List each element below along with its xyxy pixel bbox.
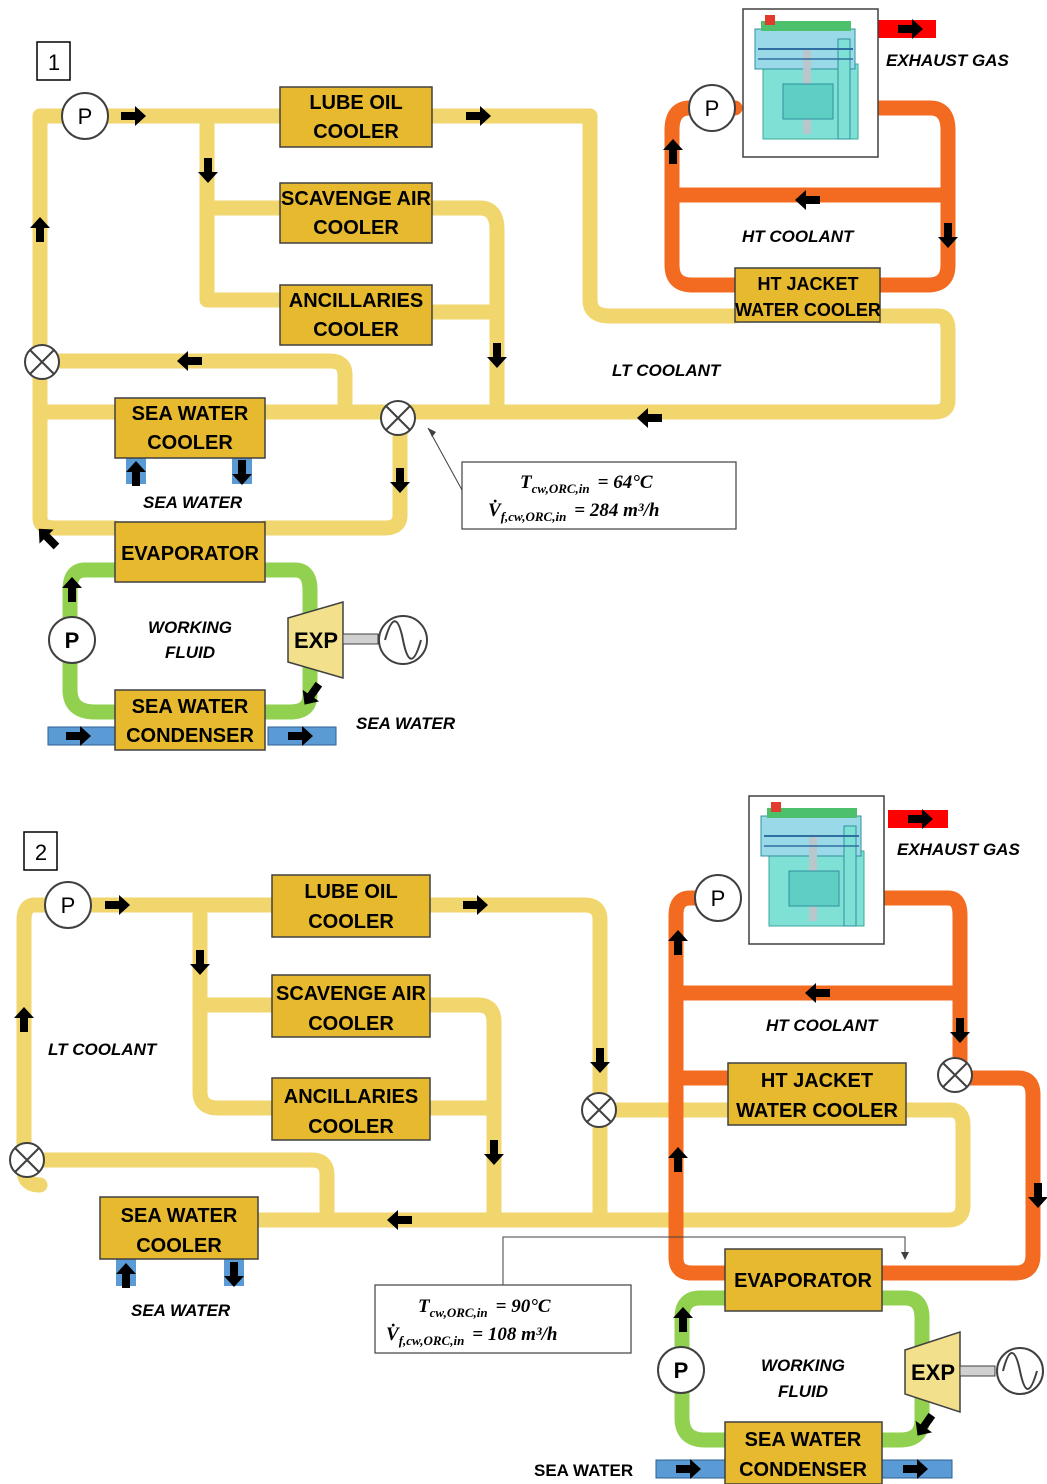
pump-ht-label: P [705, 96, 720, 121]
sea-water-cooler-line2: COOLER [147, 432, 233, 454]
working-fluid-label-line1: WORKING [761, 1356, 845, 1375]
three-way-valve-icon [937, 1057, 973, 1093]
condenser-line1: SEA WATER [745, 1429, 862, 1451]
three-way-valve-icon [380, 400, 416, 436]
pump-lt: P [61, 92, 109, 140]
lube-oil-cooler-line1: LUBE OIL [309, 92, 402, 114]
panel-2: 2 [9, 795, 1047, 1484]
pump-lt-label: P [78, 104, 93, 129]
evaporator: EVAPORATOR [724, 1248, 883, 1312]
ht-jacket-water-cooler: HT JACKET WATER COOLER [727, 1062, 907, 1126]
lt-coolant-pipes [16, 897, 971, 1228]
ancillaries-cooler: ANCILLARIES COOLER [279, 284, 433, 346]
engine-icon [748, 795, 885, 945]
panel-number-box [23, 831, 58, 871]
three-way-valve-icon [581, 1092, 617, 1128]
lt-coolant-label: LT COOLANT [612, 361, 722, 380]
scavenge-air-cooler: SCAVENGE AIR COOLER [279, 182, 433, 244]
pump-lt: P [44, 881, 92, 929]
scavenge-air-cooler-line1: SCAVENGE AIR [281, 188, 432, 210]
pump-wf-label: P [674, 1358, 689, 1383]
lube-oil-cooler: LUBE OIL COOLER [279, 86, 433, 148]
sea-water-label: SEA WATER [534, 1461, 633, 1480]
sea-water-condenser: SEA WATER CONDENSER [114, 689, 266, 751]
ht-jacket-line1: HT JACKET [761, 1070, 873, 1092]
annotation-flow: V̇f,cw,ORC,in= 108 m³/h [386, 1323, 557, 1348]
ht-coolant-label: HT COOLANT [742, 227, 855, 246]
annotation-flow: V̇f,cw,ORC,in= 284 m³/h [488, 499, 659, 524]
expander-label: EXP [911, 1360, 955, 1385]
panel-number: 1 [48, 50, 60, 75]
sea-water-cooler-line1: SEA WATER [121, 1205, 238, 1227]
pump-ht-label: P [711, 886, 726, 911]
sea-water-cooler: SEA WATER COOLER [114, 397, 266, 459]
scavenge-air-cooler-line2: COOLER [313, 217, 399, 239]
ancillaries-cooler-line1: ANCILLARIES [284, 1086, 418, 1108]
lube-oil-cooler: LUBE OIL COOLER [271, 874, 431, 938]
condenser-line2: CONDENSER [126, 725, 254, 747]
lube-oil-cooler-line1: LUBE OIL [304, 881, 397, 903]
annotation-arrowhead [901, 1252, 909, 1260]
lube-oil-cooler-line2: COOLER [308, 911, 394, 933]
lt-coolant-label: LT COOLANT [48, 1040, 158, 1059]
ht-jacket-line2: WATER COOLER [736, 1100, 898, 1122]
evaporator-label: EVAPORATOR [734, 1270, 872, 1292]
ht-jacket-line1: HT JACKET [757, 274, 858, 294]
annotation-leader [502, 1236, 906, 1285]
annotation-temperature: Tcw,ORC,in= 64°C [520, 472, 653, 496]
three-way-valve-icon [9, 1142, 45, 1178]
sea-water-cooler: SEA WATER COOLER [99, 1196, 259, 1260]
exhaust-gas-label: EXHAUST GAS [886, 51, 1009, 70]
panel-1: 1 [24, 8, 1009, 751]
ht-jacket-water-cooler: HT JACKET WATER COOLER [734, 267, 881, 323]
panel-number: 2 [35, 840, 47, 865]
exhaust-gas-label: EXHAUST GAS [897, 840, 1020, 859]
annotation-temperature: Tcw,ORC,in= 90°C [418, 1296, 551, 1320]
condenser-line2: CONDENSER [739, 1459, 867, 1481]
three-way-valve-icon [24, 344, 60, 380]
annotation-leader [427, 427, 463, 491]
working-fluid-label-line2: FLUID [778, 1382, 828, 1401]
sea-water-label: SEA WATER [143, 493, 243, 512]
scavenge-air-cooler-line2: COOLER [308, 1013, 394, 1035]
engine-icon [742, 8, 879, 158]
ht-coolant-pipes [664, 100, 956, 293]
pump-wf: P [48, 616, 96, 664]
generator-icon [996, 1347, 1044, 1395]
ht-coolant-label: HT COOLANT [766, 1016, 879, 1035]
scavenge-air-cooler-line1: SCAVENGE AIR [276, 983, 427, 1005]
sea-water-cooler-line2: COOLER [136, 1235, 222, 1257]
pump-ht: P [688, 84, 736, 132]
generator-icon [378, 615, 428, 665]
scavenge-air-cooler: SCAVENGE AIR COOLER [271, 974, 431, 1038]
evaporator: EVAPORATOR [114, 521, 266, 583]
annotation-box [461, 461, 737, 530]
expander-label: EXP [294, 628, 338, 653]
sea-water-label: SEA WATER [356, 714, 456, 733]
ht-jacket-line2: WATER COOLER [735, 300, 881, 320]
panel-number-box [36, 41, 71, 81]
working-fluid-label-line1: WORKING [148, 618, 232, 637]
expander: EXP [904, 1330, 996, 1414]
sea-water-label: SEA WATER [131, 1301, 231, 1320]
annotation-arrowhead [428, 428, 436, 437]
condenser-line1: SEA WATER [132, 696, 249, 718]
ancillaries-cooler-line2: COOLER [308, 1116, 394, 1138]
pump-wf: P [657, 1346, 705, 1394]
pump-ht: P [694, 874, 742, 922]
pump-lt-label: P [61, 893, 76, 918]
ancillaries-cooler-line2: COOLER [313, 319, 399, 341]
ancillaries-cooler: ANCILLARIES COOLER [271, 1077, 431, 1141]
working-fluid-label-line2: FLUID [165, 643, 215, 662]
expander: EXP [287, 601, 379, 679]
pump-wf-label: P [65, 628, 80, 653]
sea-water-cooler-line1: SEA WATER [132, 403, 249, 425]
annotation-box [374, 1284, 632, 1354]
lube-oil-cooler-line2: COOLER [313, 121, 399, 143]
ancillaries-cooler-line1: ANCILLARIES [289, 290, 423, 312]
evaporator-label: EVAPORATOR [121, 543, 259, 565]
sea-water-condenser: SEA WATER CONDENSER [724, 1421, 883, 1484]
